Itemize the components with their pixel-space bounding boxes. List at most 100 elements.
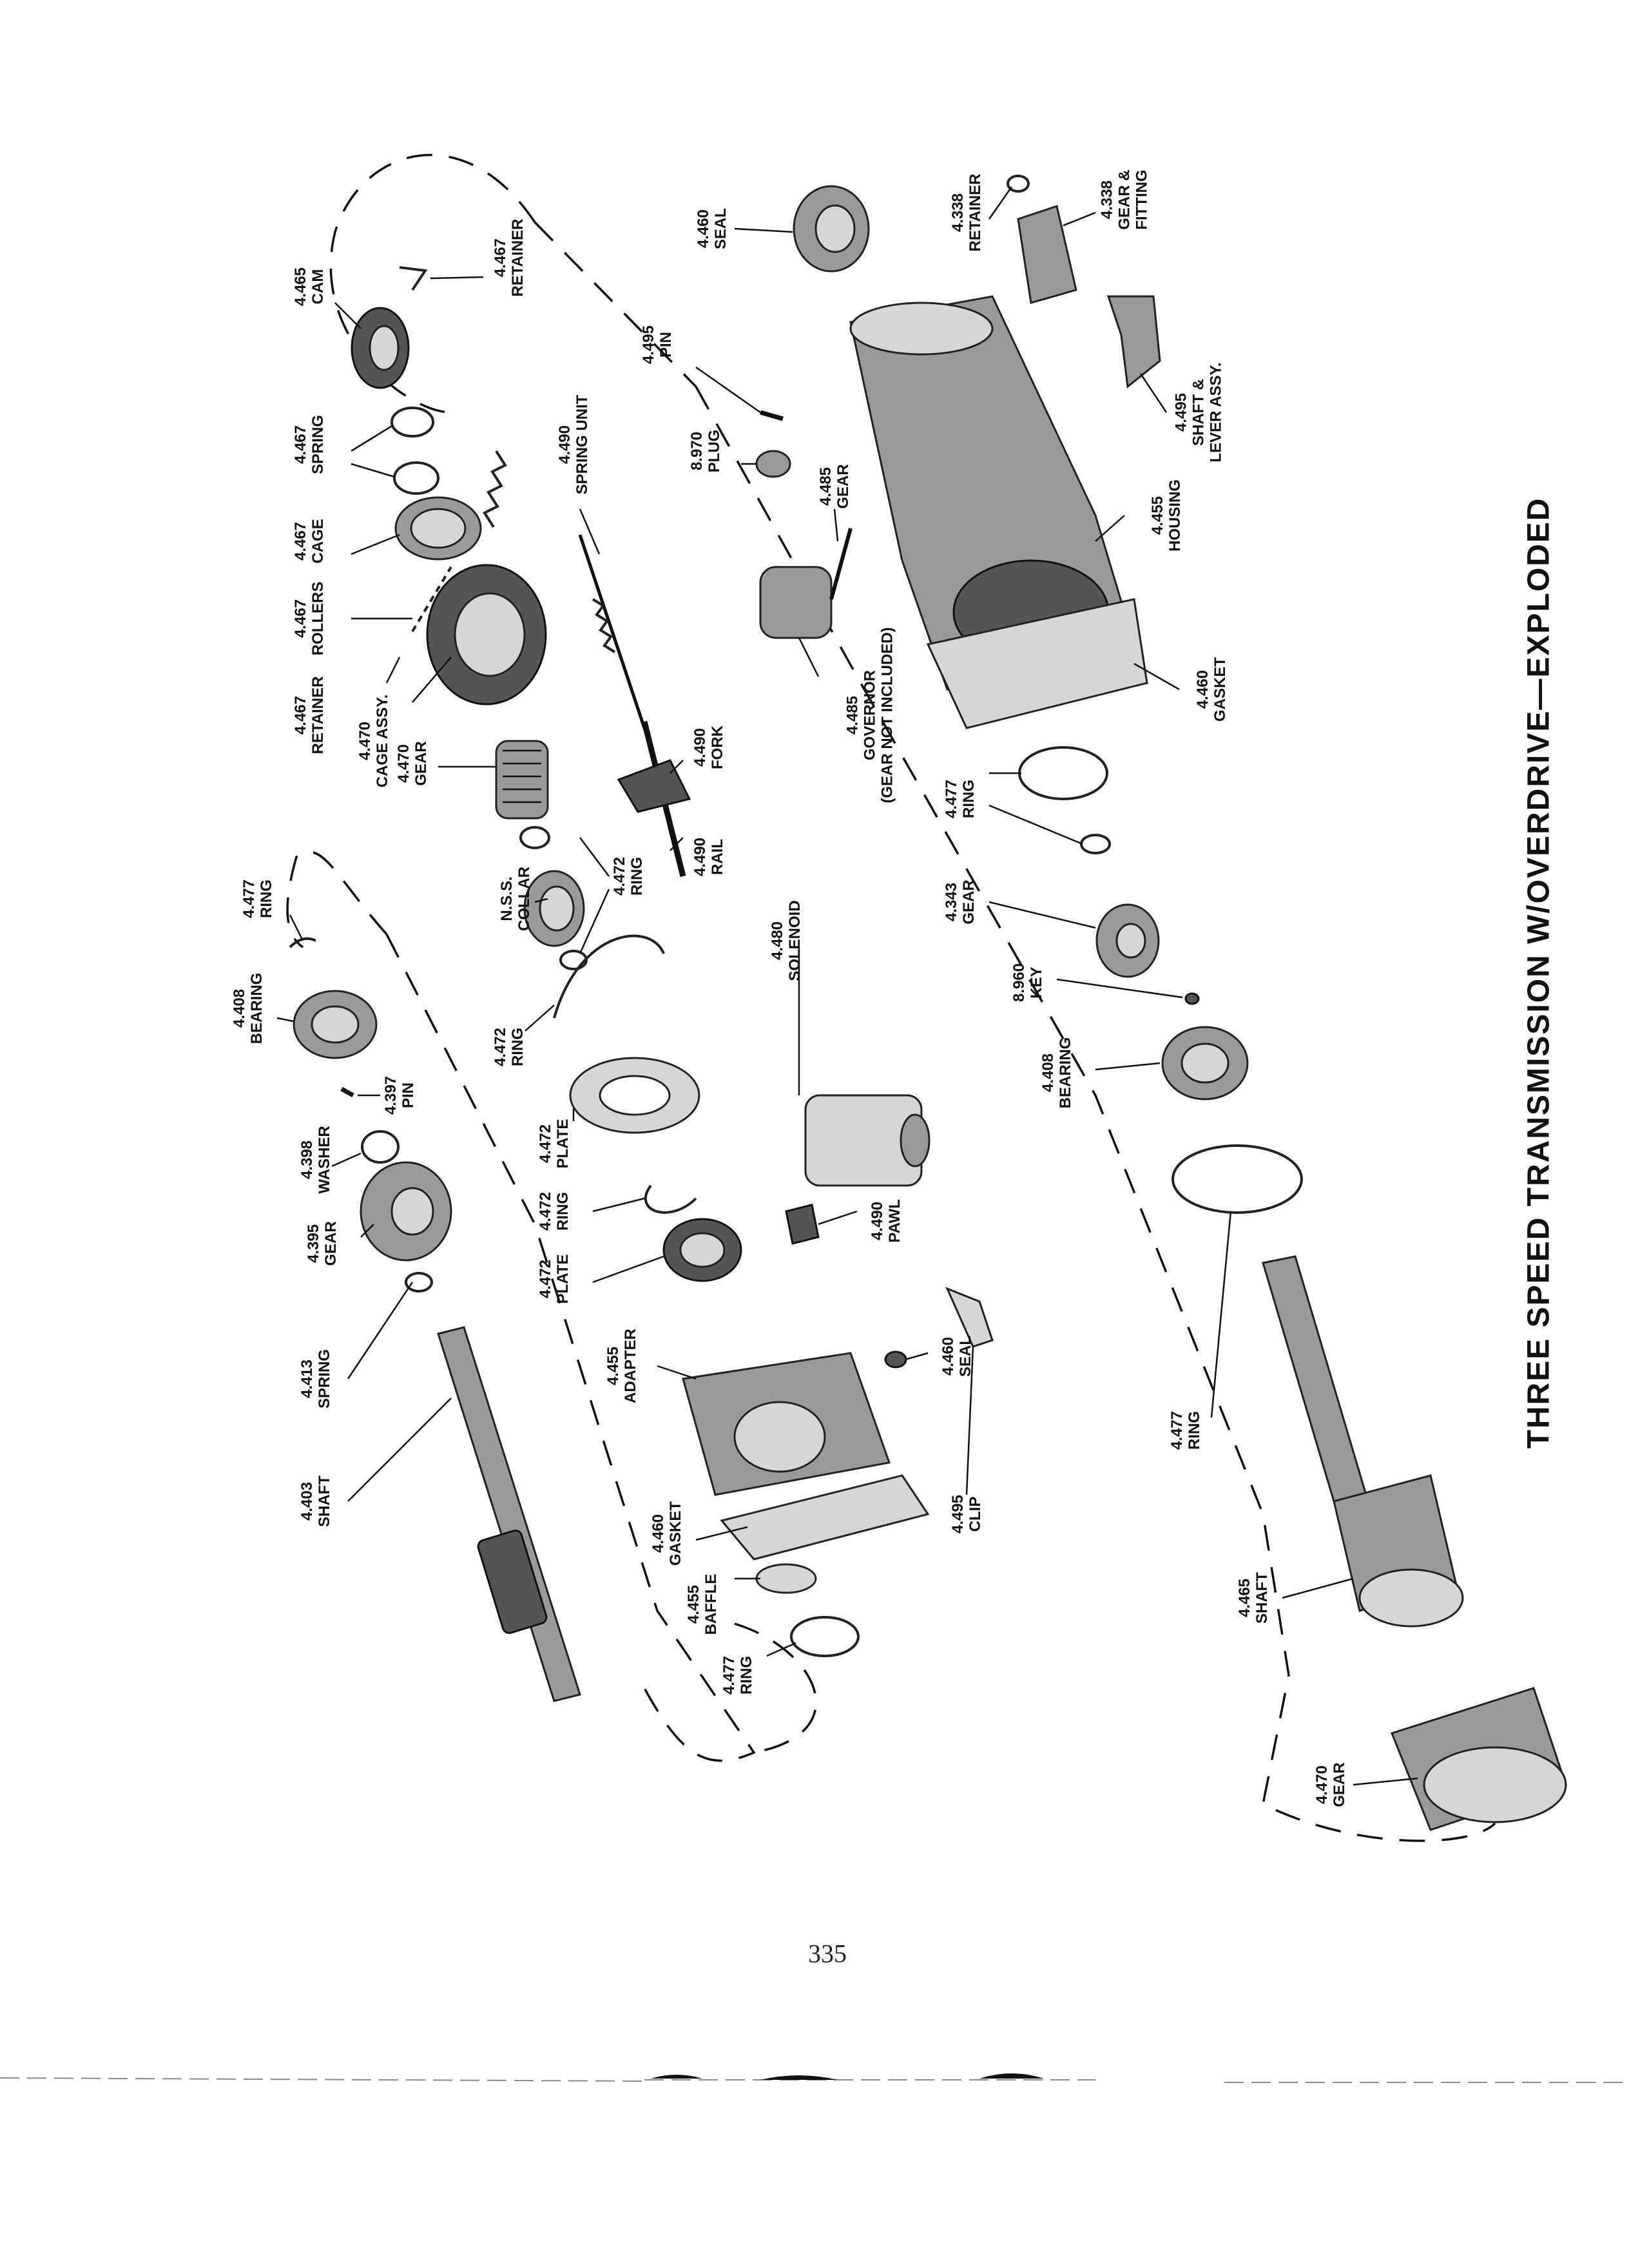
pin-397-part: [340, 1086, 354, 1098]
plug-part: [755, 450, 791, 478]
leader-lines: [276, 186, 1418, 1786]
spring-unit-part: [578, 534, 653, 748]
assembly-dashed-line-inner: [385, 221, 756, 1762]
governor-part: [759, 528, 853, 639]
gear-343-part: [1095, 903, 1160, 978]
plate-472-upper-part: [569, 1057, 700, 1134]
adapter-part: [682, 1352, 891, 1496]
seal-460-small-part: [884, 1350, 907, 1369]
bearing-408-right-part: [1161, 1026, 1249, 1100]
clip-part: [945, 1287, 994, 1348]
shaft-465-part: [1262, 1255, 1464, 1628]
scan-edge-strip: [0, 2077, 1629, 2083]
gear-fitting-338-part: [1017, 205, 1077, 304]
coil-spring-part: [483, 450, 507, 528]
gasket-460-adapter-part: [720, 1474, 930, 1561]
retainer-338-part: [1007, 175, 1030, 193]
spring-413-part: [405, 1272, 433, 1293]
ring-477-right-part-a: [1018, 746, 1108, 800]
seal-460-top-part: [793, 185, 870, 273]
shaft-403-part: [437, 1326, 581, 1702]
assembly-dashed-line-upper-ring: [286, 850, 388, 948]
pin-495-part: [760, 410, 784, 421]
ring-472-part-lower: [644, 1184, 697, 1214]
collar-part: [523, 870, 585, 947]
ring-472-part-large: [553, 934, 665, 1019]
fork-rail-part: [617, 720, 691, 878]
diagram-title: THREE SPEED TRANSMISSION W/OVERDRIVE—EXP…: [1521, 497, 1556, 1449]
bearing-408-left-part: [293, 990, 378, 1059]
cam-part: [351, 307, 410, 389]
gear-395-part: [360, 1161, 452, 1262]
rollers-part: [411, 566, 452, 633]
spring-ring-part-b: [393, 461, 439, 495]
ring-477-bottom-part: [790, 1616, 860, 1657]
spring-ring-part-a: [390, 407, 434, 437]
cage-assembly-part: [426, 564, 547, 706]
assembly-dashed-line-outer: [329, 153, 1496, 1842]
key-part: [1184, 992, 1200, 1005]
page-number: 335: [808, 1939, 847, 1968]
scan-edge-smudges: [651, 2073, 1044, 2080]
ring-477-lower-right-part: [1171, 1144, 1303, 1214]
shaft-lever-495-part: [1106, 295, 1161, 389]
gasket-460-housing-part: [926, 598, 1148, 729]
plate-472-lower-part: [662, 1218, 742, 1282]
ring-472-part-a: [519, 826, 550, 849]
ring-477-right-part-b: [1080, 834, 1111, 854]
baffle-part: [755, 1563, 817, 1594]
gear-470-part: [495, 740, 549, 820]
retainer-clip-part: [399, 266, 428, 291]
solenoid-part: [804, 1094, 930, 1187]
callout-nss-collar: N.S.S.COLLAR: [498, 867, 533, 931]
ring-472-part-b: [559, 950, 588, 970]
